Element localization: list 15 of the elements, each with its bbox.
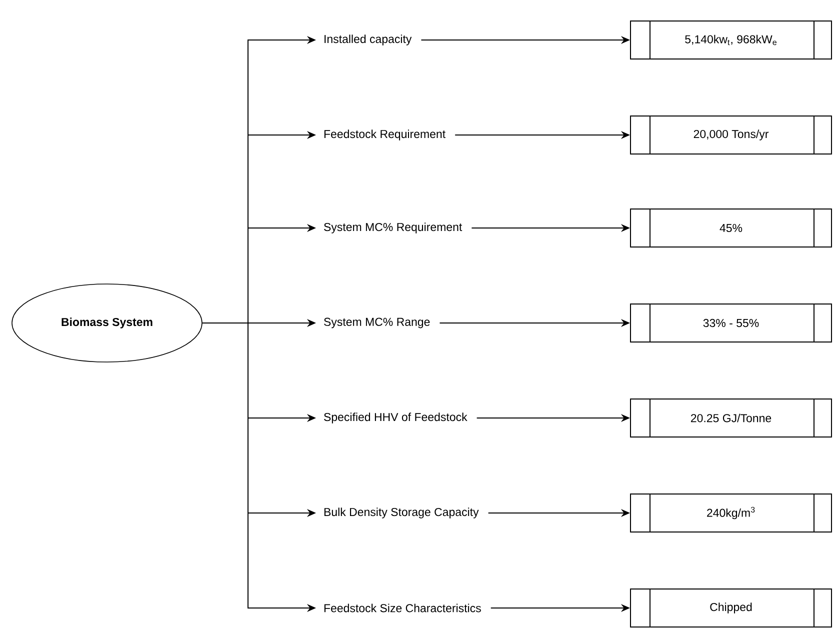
process-box: Chipped — [630, 588, 832, 628]
process-box: 240kg/m$^{3}$ — [630, 493, 832, 533]
item-label: Specified HHV of Feedstock — [324, 412, 468, 424]
item-label: Installed capacity — [324, 34, 412, 46]
item-label: Feedstock Size Characteristics — [324, 604, 481, 612]
process-box: 33% - 55% — [630, 303, 832, 343]
item-label: Feedstock Requirement — [324, 130, 446, 140]
ellipse-node: Biomass System — [12, 284, 202, 362]
process-box: 20,000 Tons/yr — [630, 115, 832, 155]
item-label: System MC% Requirement — [324, 222, 462, 234]
process-box: 20.25 GJ/Tonne — [630, 398, 832, 438]
process-box: 45% — [630, 208, 832, 248]
item-label: Bulk Density Storage Capacity — [324, 508, 479, 518]
item-label: System MC% Range — [324, 318, 430, 328]
process-box: 5,140kw$_{t}$, 968kW$_{e}$ — [630, 20, 832, 60]
